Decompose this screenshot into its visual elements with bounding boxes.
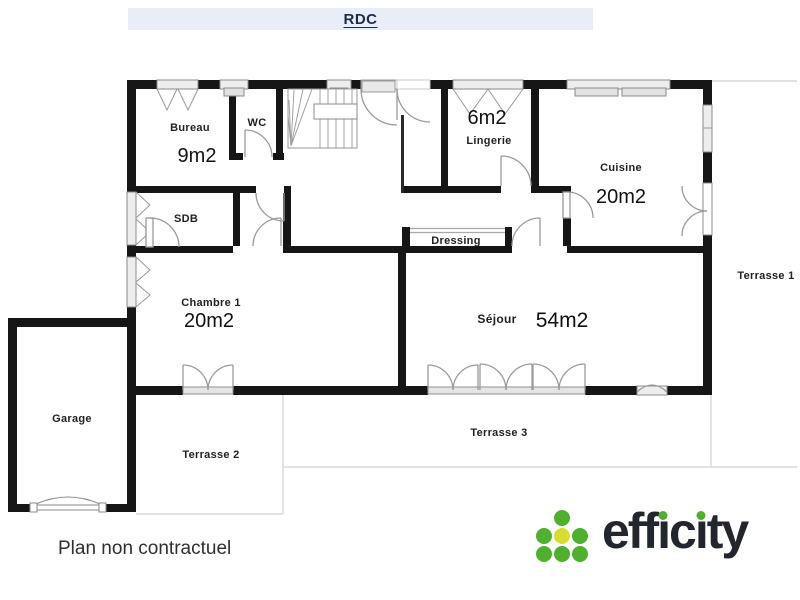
windows	[126, 79, 713, 396]
efficity-logo-dots-icon	[536, 510, 588, 562]
room-label-terrasse-3: Terrasse 3	[470, 427, 527, 439]
floor-title-bar: RDC	[128, 8, 593, 30]
room-label-lingerie: Lingerie	[466, 135, 511, 147]
staircase	[287, 88, 358, 149]
room-label-terrasse-1: Terrasse 1	[737, 270, 794, 282]
room-area-sejour: 54m2	[536, 309, 589, 332]
logo-text-segment: eff	[602, 503, 659, 559]
green-i-dot-icon	[696, 511, 706, 520]
room-label-cuisine: Cuisine	[600, 162, 642, 174]
room-label-chambre-1: Chambre 1	[181, 297, 241, 309]
room-label-dressing: Dressing	[431, 235, 480, 247]
interior-walls	[136, 89, 703, 386]
logo-letter-i: ı	[694, 503, 709, 559]
room-label-terrasse-2: Terrasse 2	[182, 449, 239, 461]
room-area-lingerie: 6m2	[468, 107, 507, 129]
terrace-boundary-lines	[136, 80, 797, 515]
room-label-sdb: SDB	[174, 213, 198, 225]
logo-text-segment: ty	[706, 503, 749, 559]
floor-title: RDC	[343, 10, 378, 28]
garage-door	[29, 496, 107, 513]
room-label-garage: Garage	[52, 413, 92, 425]
room-area-chambre-1: 20m2	[184, 310, 234, 332]
dressing-sliding-doors	[410, 227, 505, 234]
outer-walls	[8, 80, 712, 512]
logo-letter-i: ı	[657, 503, 671, 559]
doors	[145, 88, 708, 393]
room-label-wc: WC	[248, 117, 267, 129]
room-area-cuisine: 20m2	[596, 186, 646, 208]
green-i-dot-icon	[658, 511, 668, 520]
room-label-sejour: Séjour	[477, 312, 516, 326]
logo-text-segment: c	[669, 503, 697, 559]
disclaimer-text: Plan non contractuel	[58, 538, 232, 559]
room-label-bureau: Bureau	[170, 122, 210, 134]
room-area-bureau: 9m2	[178, 145, 217, 167]
